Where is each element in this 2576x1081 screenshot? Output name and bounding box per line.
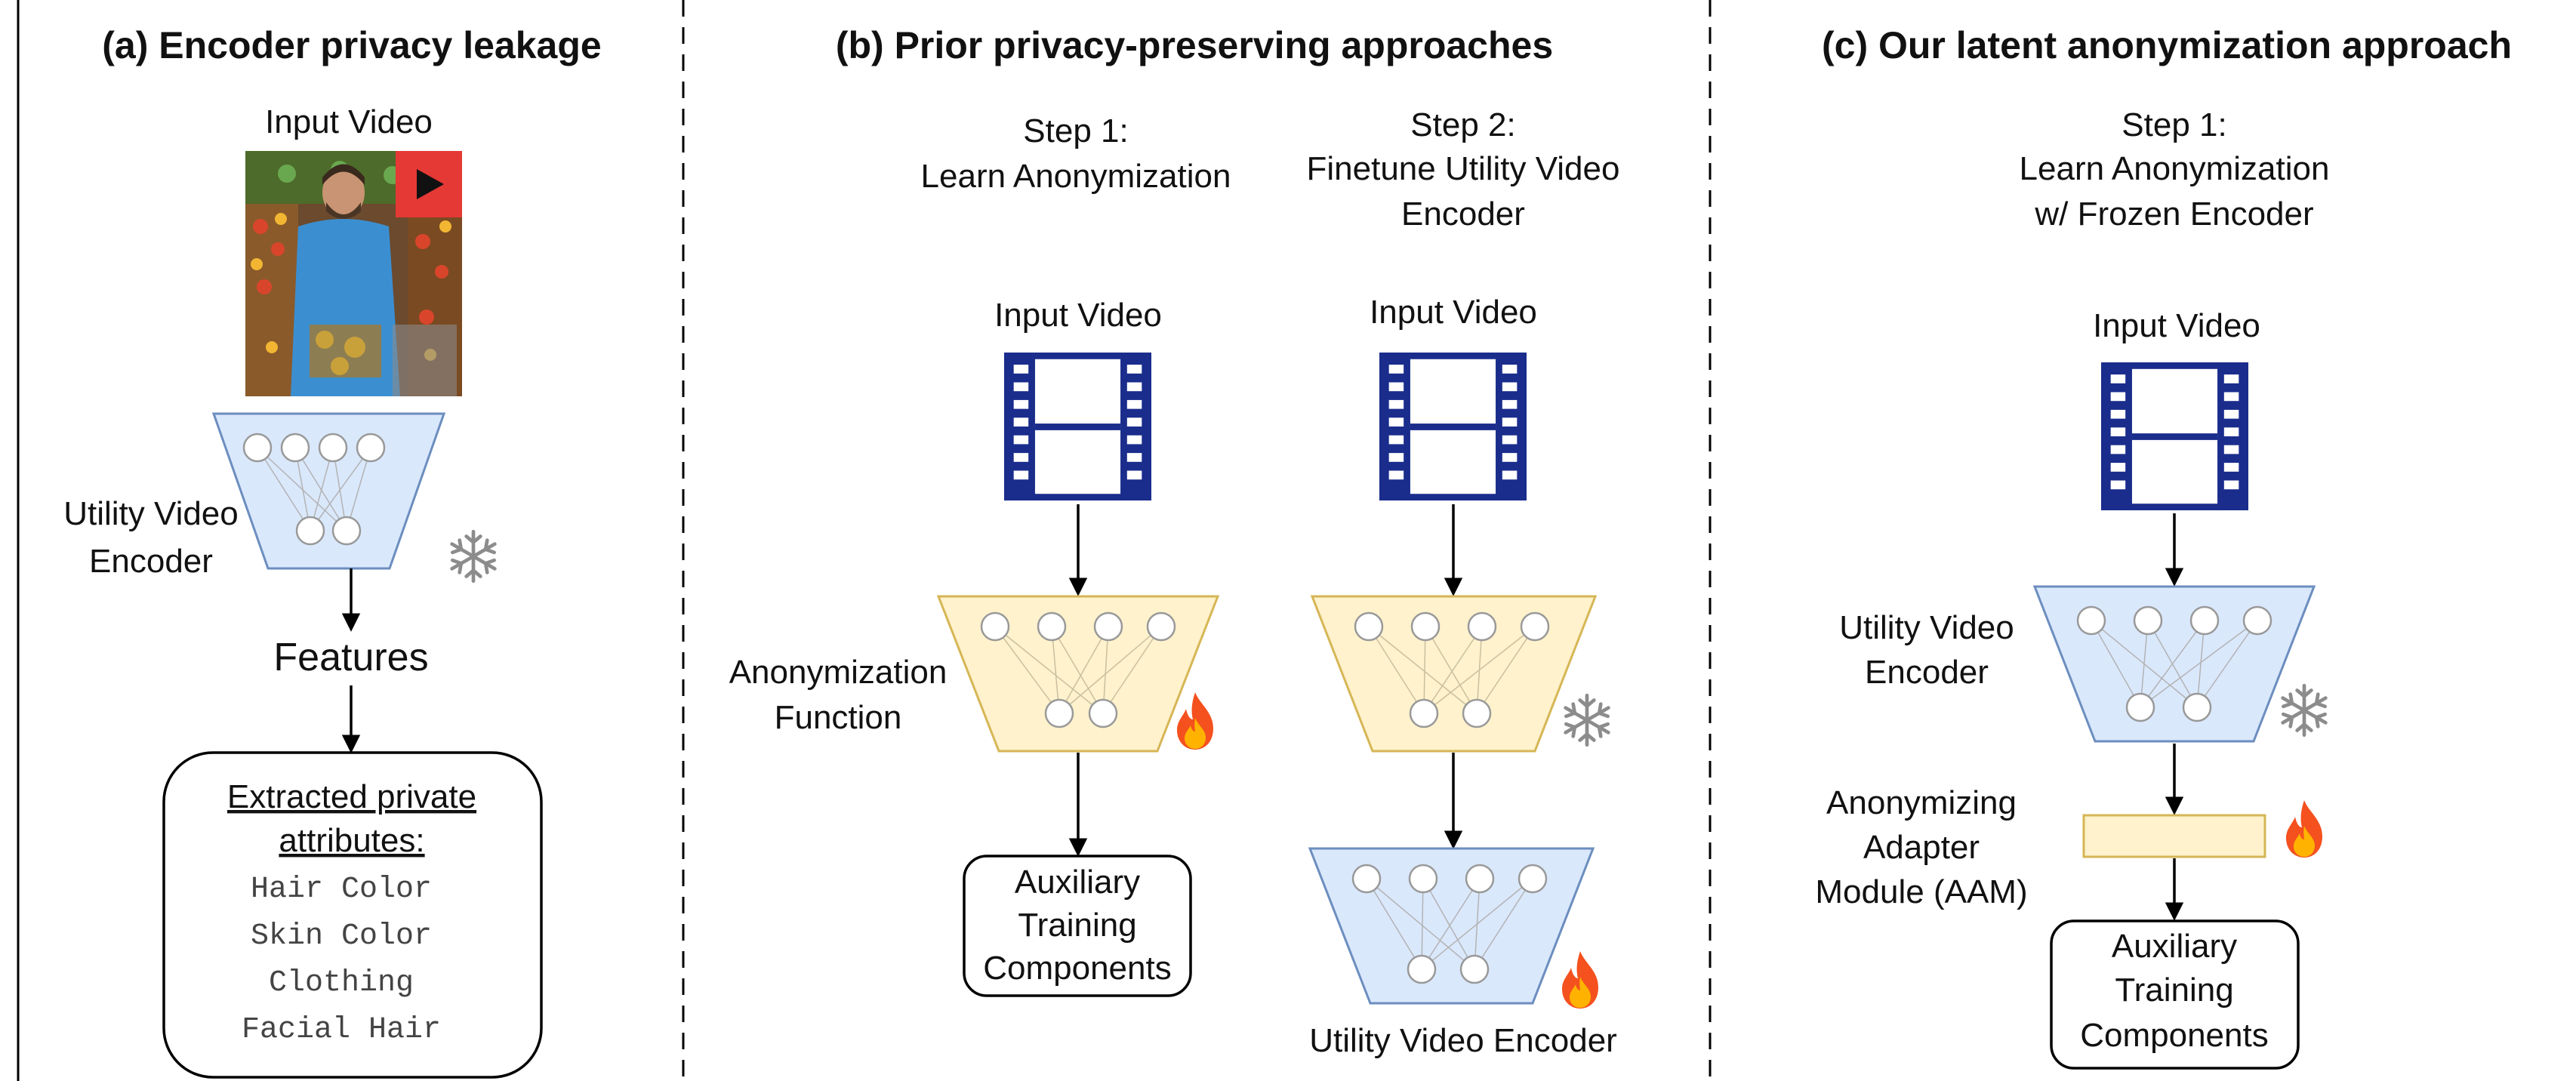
panel-b-step2-line3: Encoder (1401, 196, 1525, 233)
fire-icon (2286, 800, 2322, 858)
private-attributes-header-1: Extracted private (227, 778, 476, 815)
panel-b-aux-box (963, 855, 1192, 997)
panel-b-aux-line1: Auxiliary (1015, 864, 1140, 901)
panel-a-input-label: Input Video (265, 103, 433, 140)
panel-c-encoder-label-2: Encoder (1865, 654, 1989, 691)
panel-b-aux-line3: Components (983, 950, 1171, 987)
snowflake-icon (2279, 685, 2329, 735)
panel-c-step1-line3: w/ Frozen Encoder (2034, 196, 2313, 233)
film-icon (1382, 356, 1524, 497)
panel-c-aux-line1: Auxiliary (2112, 928, 2237, 965)
panel-b-input-label-2: Input Video (1370, 294, 1537, 331)
panel-c-encoder-label-1: Utility Video (1839, 609, 2014, 646)
panel-c-utility-encoder (2032, 585, 2316, 743)
panel-b-input-label-1: Input Video (994, 297, 1162, 334)
panel-b-step2-line1: Step 2: (1410, 106, 1515, 143)
private-attributes-box (162, 751, 543, 1079)
fire-icon (1177, 692, 1213, 750)
panel-b-aux-line2: Training (1018, 907, 1136, 944)
features-label: Features (273, 636, 428, 679)
aam-adapter-block (2082, 814, 2266, 858)
panel-c-aux-box (2050, 919, 2300, 1070)
panel-b-title: (b) Prior privacy-preserving approaches (836, 24, 1553, 66)
panel-c-aux-line3: Components (2080, 1017, 2268, 1054)
play-icon (396, 151, 462, 217)
panel-c-title: (c) Our latent anonymization approach (1822, 24, 2512, 66)
panel-c-aam-line1: Anonymizing (1826, 784, 2017, 821)
snowflake-icon (1562, 695, 1612, 745)
panel-a-utility-encoder (211, 412, 446, 570)
film-icon (2104, 365, 2245, 507)
panel-b-anonymization-function (936, 595, 1220, 753)
panel-b-step1-line1: Step 1: (1023, 112, 1128, 149)
snowflake-icon (448, 531, 498, 581)
input-video-thumbnail (245, 151, 462, 396)
panel-b-step1-line2: Learn Anonymization (921, 158, 1231, 195)
film-icon (1007, 356, 1148, 497)
panel-a-encoder-label-2: Encoder (89, 543, 213, 580)
panel-a-title: (a) Encoder privacy leakage (102, 24, 601, 66)
panel-b-step2-line2: Finetune Utility Video (1307, 150, 1620, 187)
panel-c-aux-line2: Training (2115, 972, 2233, 1009)
attribute-hair-color: Hair Color (251, 873, 432, 907)
panel-a-encoder-label-1: Utility Video (63, 495, 239, 532)
panel-c-input-label: Input Video (2093, 307, 2260, 344)
panel-c-aam-line3: Module (AAM) (1815, 873, 2027, 910)
private-attributes-header-2: attributes: (279, 822, 424, 859)
attribute-facial-hair: Facial Hair (242, 1013, 441, 1047)
panel-b-frozen-anonymizer (1310, 595, 1598, 753)
panel-b-utility-label: Utility Video Encoder (1309, 1022, 1617, 1059)
panel-b-anon-label-2: Function (775, 699, 902, 736)
panel-c-aam-line2: Adapter (1863, 829, 1980, 866)
panel-c-step1-line2: Learn Anonymization (2020, 150, 2330, 187)
panel-b-anon-label-1: Anonymization (729, 654, 948, 691)
panel-b-utility-encoder (1308, 847, 1595, 1005)
attribute-clothing: Clothing (269, 966, 414, 1000)
panel-c-step1-line1: Step 1: (2122, 106, 2226, 143)
fire-icon (1562, 951, 1598, 1009)
attribute-skin-color: Skin Color (251, 919, 432, 953)
